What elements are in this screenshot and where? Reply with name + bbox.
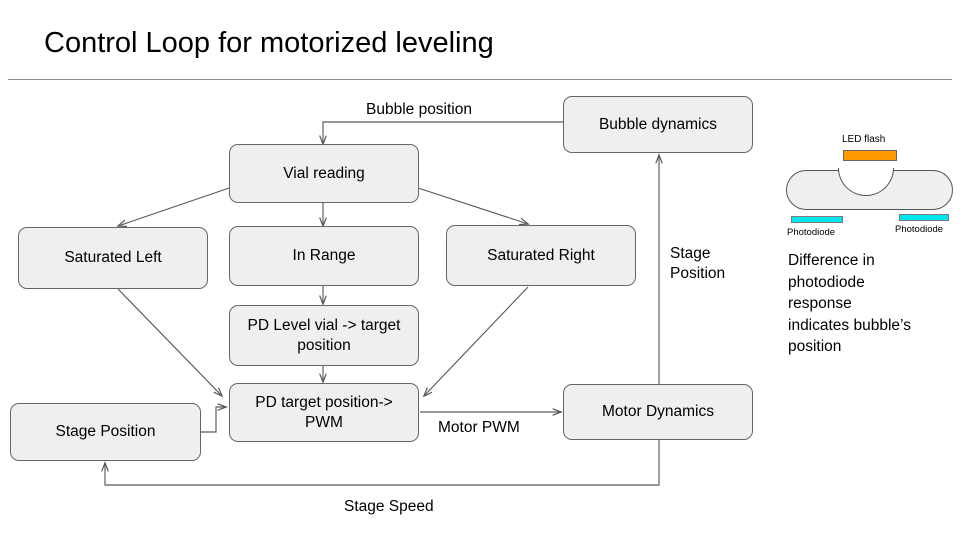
- illustration-caption: Difference in photodiode response indica…: [788, 252, 911, 355]
- edge-vial-to-satright: [411, 185, 528, 224]
- node-label: PD Level vial -> target position: [247, 316, 401, 354]
- node-label: Saturated Right: [487, 246, 595, 264]
- node-label: PD target position-> PWM: [255, 393, 393, 431]
- node-pd-level-vial[interactable]: PD Level vial -> target position: [229, 305, 419, 366]
- edge-vial-to-satleft: [118, 185, 236, 226]
- node-label: Vial reading: [283, 164, 365, 182]
- node-motor-dynamics[interactable]: Motor Dynamics: [563, 384, 753, 440]
- edge-satleft-to-pdtarget: [117, 288, 222, 396]
- node-stage-position[interactable]: Stage Position: [10, 403, 201, 461]
- page-title: Control Loop for motorized leveling: [44, 27, 494, 59]
- node-vial-reading[interactable]: Vial reading: [229, 144, 419, 203]
- led-flash-bar: [843, 150, 897, 161]
- node-label: Bubble dynamics: [598, 115, 718, 133]
- photodiode-label-left: Photodiode: [787, 227, 836, 238]
- title-divider: [8, 79, 952, 80]
- node-pd-target-pwm[interactable]: PD target position-> PWM: [229, 383, 419, 442]
- led-flash-label: LED flash: [842, 134, 886, 145]
- node-label: In Range: [292, 247, 356, 264]
- edge-stagepos-to-pdtarget: [201, 407, 226, 433]
- edge-bubble-position: [323, 121, 563, 144]
- edge-label-stage-speed: Stage Speed: [344, 498, 434, 515]
- photodiode-label-right: Photodiode: [895, 224, 944, 235]
- photodiode-bar-left: [791, 216, 843, 223]
- photodiode-bar-right: [899, 214, 949, 221]
- edge-label-bubble-position: Bubble position: [366, 101, 472, 118]
- node-bubble-dynamics[interactable]: Bubble dynamics: [563, 96, 753, 153]
- edge-satright-to-pdtarget: [424, 286, 529, 396]
- node-saturated-right[interactable]: Saturated Right: [446, 225, 636, 286]
- node-in-range[interactable]: In Range: [229, 226, 419, 286]
- vial-sensor-illustration: LED flash Photodiode Photodiode: [780, 134, 956, 254]
- edge-label-stage-position: Stage Position: [670, 245, 726, 282]
- node-label: Stage Position: [55, 423, 156, 440]
- node-label: Saturated Left: [64, 249, 162, 266]
- edge-label-motor-pwm: Motor PWM: [438, 419, 520, 436]
- node-label: Motor Dynamics: [602, 403, 714, 420]
- node-saturated-left[interactable]: Saturated Left: [18, 227, 208, 289]
